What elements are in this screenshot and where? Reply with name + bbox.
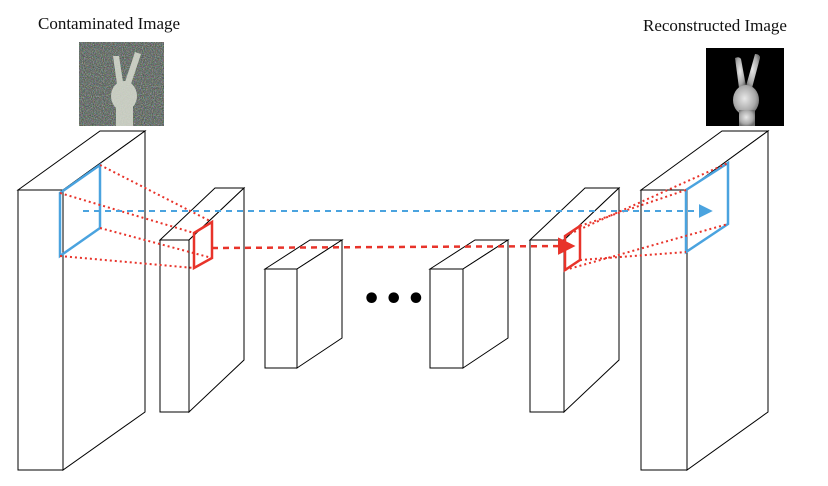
encoder-projection-lines	[59, 164, 213, 269]
noisy-hand-icon	[79, 42, 164, 126]
decoder-projection-lines	[564, 162, 729, 271]
decoder-layer-3	[639, 130, 770, 471]
skip-connection-red-arrow	[211, 237, 576, 255]
output-patch-blue	[684, 160, 730, 255]
intermediate-layers-ellipsis: •••	[362, 282, 429, 317]
encoder-layer-1	[16, 130, 147, 471]
encoder-layer-2	[158, 186, 246, 414]
encoder-layer-3	[263, 239, 344, 369]
reconstructed-image	[706, 48, 784, 126]
contaminated-image-caption: Contaminated Image	[38, 14, 181, 33]
decoder-layer-1	[428, 239, 510, 369]
decoder-layer-2	[528, 186, 621, 414]
clean-hand-icon	[706, 48, 784, 126]
reconstructed-image-caption: Reconstructed Image	[643, 16, 787, 35]
contaminated-image	[79, 42, 164, 126]
